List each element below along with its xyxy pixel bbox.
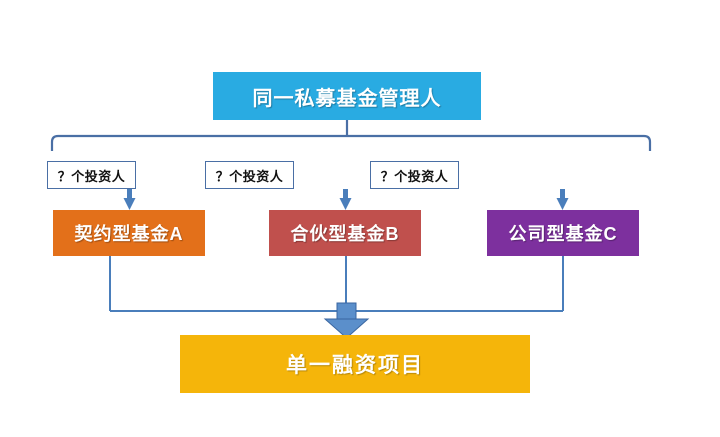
manager-box[interactable]: 同一私募基金管理人 (213, 72, 481, 120)
fund-label-partnership: 合伙型基金B (290, 224, 400, 244)
arrow-funds-to-project (323, 302, 370, 339)
fund-box-contractual[interactable]: 契约型基金A (53, 210, 205, 256)
fund-label-corporate: 公司型基金C (508, 224, 618, 244)
distribution-bracket (50, 134, 652, 151)
arrow-investor1-to-fundA (123, 189, 136, 210)
manager-label: 同一私募基金管理人 (252, 87, 442, 110)
investor-count-label-1: ？个投资人 (57, 168, 126, 184)
investor-count-box-1[interactable]: ？个投资人 (47, 161, 136, 189)
project-label: 单一融资项目 (286, 354, 424, 377)
investor-count-box-2[interactable]: ？个投资人 (205, 161, 294, 189)
investor-count-box-3[interactable]: ？个投资人 (370, 161, 459, 189)
fund-box-partnership[interactable]: 合伙型基金B (269, 210, 421, 256)
investor-count-label-3: ？个投资人 (380, 168, 449, 184)
investor-count-label-2: ？个投资人 (215, 168, 284, 184)
fund-label-contractual: 契约型基金A (74, 224, 184, 244)
project-box[interactable]: 单一融资项目 (180, 335, 530, 393)
arrow-investor2-to-fundB (339, 189, 352, 210)
arrow-investor3-to-fundC (556, 189, 569, 210)
fund-box-corporate[interactable]: 公司型基金C (487, 210, 639, 256)
